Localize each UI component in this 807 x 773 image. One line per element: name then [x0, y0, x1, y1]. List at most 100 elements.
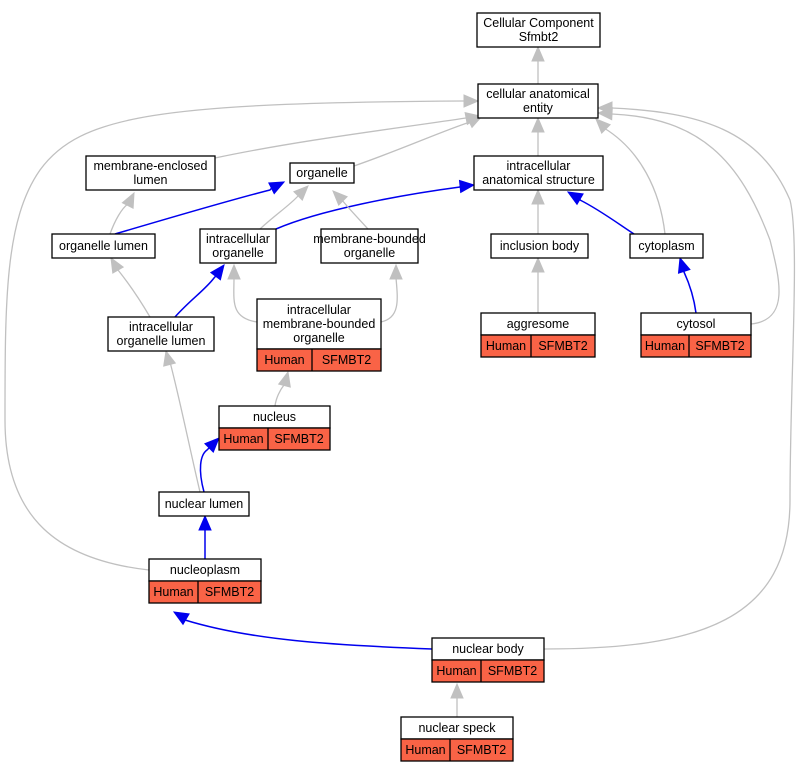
node-nlumen[interactable]: nuclear lumen	[158, 491, 250, 517]
node-label: membrane-enclosed	[94, 159, 208, 173]
node-box	[629, 233, 704, 259]
edge-orglumen-to-mel	[109, 191, 135, 235]
annotation-row	[431, 659, 545, 683]
node-box	[477, 83, 599, 119]
node-label: aggresome	[507, 317, 570, 331]
edge-cyto-to-ias	[566, 191, 635, 235]
node-label: intracellular	[507, 159, 571, 173]
node-box	[199, 228, 277, 264]
node-label: organelle	[293, 331, 344, 345]
node-label: membrane-bounded	[263, 317, 376, 331]
node-ib[interactable]: inclusion body	[490, 233, 589, 259]
edge-nlumen-to-nucleus	[199, 437, 220, 493]
arrowhead	[172, 611, 190, 626]
node-label: cytosol	[677, 317, 716, 331]
node-label: nuclear body	[452, 642, 524, 656]
edge-imbo-to-mbo	[380, 263, 403, 323]
arrowhead	[268, 181, 286, 195]
annotation-row	[640, 334, 752, 358]
node-box	[473, 155, 604, 191]
edge-cyto-to-cae	[595, 118, 666, 235]
arrowhead	[389, 263, 403, 280]
arrowhead	[163, 349, 177, 367]
annotation-row	[256, 348, 382, 372]
node-label: cellular anatomical	[486, 87, 590, 101]
annotation-gene: SFMBT2	[205, 585, 254, 599]
arrowhead	[209, 263, 225, 281]
node-box	[289, 162, 355, 184]
arrowhead	[531, 188, 545, 205]
edge-nlumen-to-iol	[163, 349, 201, 493]
arrowhead	[531, 116, 545, 133]
edge-imbo-to-io	[227, 263, 258, 323]
annotation-gene: SFMBT2	[322, 353, 371, 367]
node-label: organelle	[296, 166, 347, 180]
edges-layer	[4, 45, 796, 717]
edge-cytosol-to-cyto	[677, 256, 697, 314]
edge-org-to-cae	[353, 115, 484, 167]
arrowhead	[277, 370, 291, 388]
annotation-gene: SFMBT2	[538, 339, 587, 353]
arrowhead	[463, 94, 480, 108]
edge-nbody-to-nplasm	[172, 611, 433, 650]
arrowhead	[595, 118, 611, 134]
edge-ib-to-ias	[531, 188, 545, 234]
annotation-gene: SFMBT2	[695, 339, 744, 353]
node-org[interactable]: organelle	[289, 162, 355, 184]
node-orglumen[interactable]: organelle lumen	[51, 233, 156, 259]
edge-mel-to-cae	[214, 111, 482, 159]
annotation-species: Human	[405, 743, 445, 757]
node-box	[107, 316, 215, 352]
annotation-gene: SFMBT2	[274, 432, 323, 446]
arrowhead	[596, 101, 613, 115]
arrowhead	[450, 682, 464, 699]
node-label: organelle lumen	[117, 334, 206, 348]
annotation-row	[148, 580, 262, 604]
node-label: anatomical structure	[482, 173, 595, 187]
node-label: nuclear lumen	[165, 497, 244, 511]
node-label: intracellular	[287, 303, 351, 317]
annotation-species: Human	[223, 432, 263, 446]
edge-nplasm-to-nlumen	[198, 514, 212, 559]
node-label: Sfmbt2	[519, 30, 559, 44]
node-label: lumen	[133, 173, 167, 187]
annotation-species: Human	[264, 353, 304, 367]
node-cyto[interactable]: cytoplasm	[629, 233, 704, 259]
annotation-species: Human	[645, 339, 685, 353]
node-label: organelle	[212, 246, 263, 260]
edge-io-to-ias	[275, 179, 476, 230]
annotation-species: Human	[153, 585, 193, 599]
edge-cytosol-to-cae	[596, 106, 780, 325]
node-imbo[interactable]: intracellularmembrane-boundedorganelleHu…	[256, 298, 382, 372]
arrowhead	[121, 191, 135, 209]
arrowhead	[566, 191, 584, 206]
edge-io-to-org	[259, 185, 309, 230]
edge-nplasm-to-cae	[4, 94, 480, 571]
node-label: cytoplasm	[638, 239, 694, 253]
arrowhead	[332, 190, 348, 206]
node-box	[51, 233, 156, 259]
edge-cae-to-root	[531, 45, 545, 84]
node-label: organelle lumen	[59, 239, 148, 253]
node-label: organelle	[344, 246, 395, 260]
arrowhead	[531, 256, 545, 273]
node-label: nucleus	[253, 410, 296, 424]
node-label: intracellular	[206, 232, 270, 246]
arrowhead	[198, 514, 212, 531]
annotation-gene: SFMBT2	[457, 743, 506, 757]
node-label: entity	[523, 101, 554, 115]
edge-nucleus-to-imbo	[274, 370, 291, 407]
